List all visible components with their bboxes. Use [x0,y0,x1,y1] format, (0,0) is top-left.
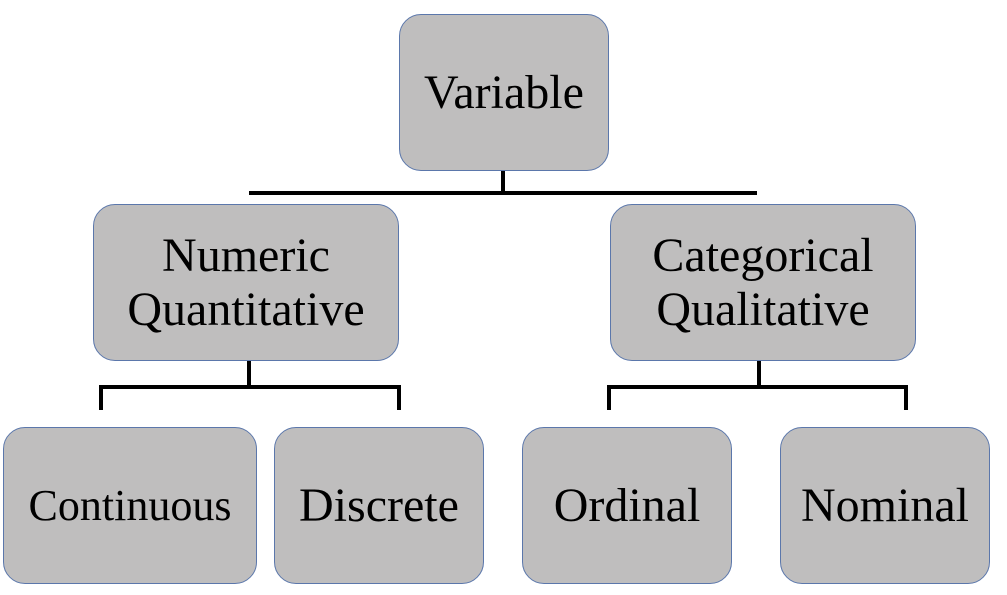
node-continuous-label: Continuous [28,480,232,530]
node-nominal: Nominal [780,427,990,584]
node-categorical-label-line2: Qualitative [656,282,870,336]
node-categorical-qualitative: Categorical Qualitative [610,204,916,361]
node-nominal-label: Nominal [801,478,969,532]
node-numeric-label-line1: Numeric [162,228,330,282]
node-ordinal: Ordinal [522,427,732,584]
node-ordinal-label: Ordinal [553,478,701,532]
node-variable-label: Variable [424,65,584,119]
node-discrete: Discrete [274,427,484,584]
node-numeric-label-line2: Quantitative [127,282,365,336]
node-numeric-quantitative: Numeric Quantitative [93,204,399,361]
node-discrete-label: Discrete [299,478,459,532]
node-categorical-label-line1: Categorical [652,228,874,282]
node-continuous: Continuous [3,427,257,584]
node-variable: Variable [399,14,609,171]
